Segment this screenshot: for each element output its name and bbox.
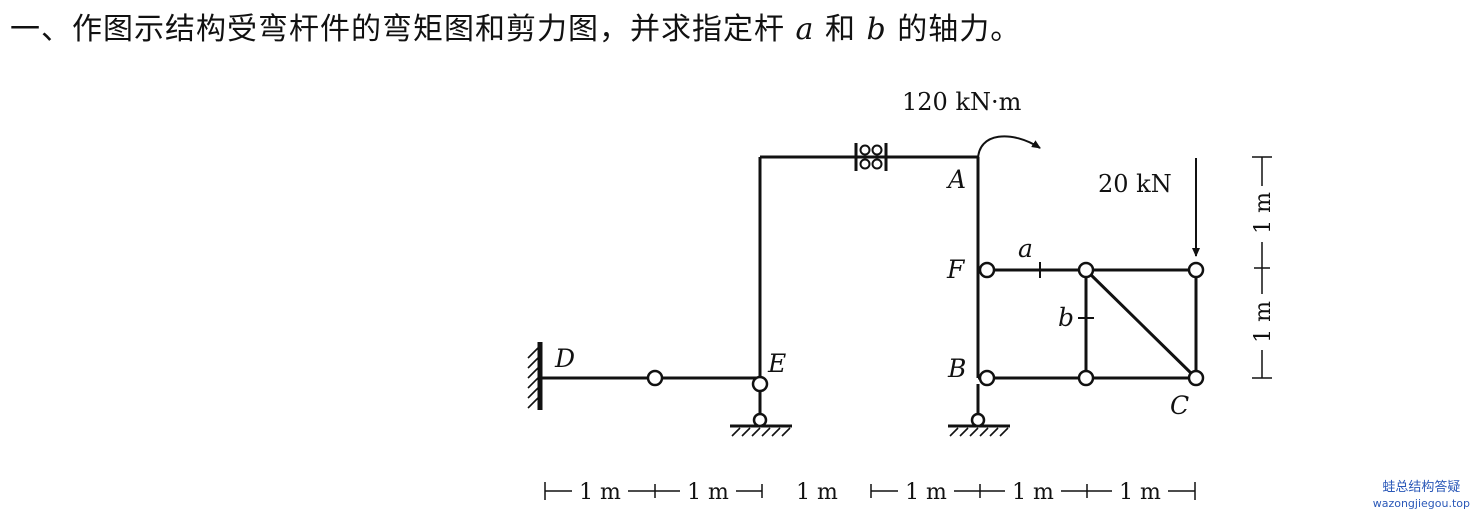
label-a: A xyxy=(946,165,966,194)
joint-c xyxy=(1187,369,1205,387)
pin-support-b xyxy=(948,384,1010,437)
truss-joint-top-mid xyxy=(1077,261,1095,279)
dim-label-4: 1 m xyxy=(905,480,947,505)
hinge-f xyxy=(978,261,996,279)
horizontal-dimension xyxy=(544,482,1196,500)
dim-label-v1: 1 m xyxy=(1251,192,1276,234)
watermark-name: 蛙总结构答疑 xyxy=(1382,480,1461,495)
hinge-de xyxy=(646,369,664,387)
truss-diagonal xyxy=(1084,268,1198,380)
dim-label-1: 1 m xyxy=(579,480,621,505)
problem-statement: 一、作图示结构受弯杆件的弯矩图和剪力图，并求指定杆 a 和 b 的轴力。 xyxy=(10,4,1021,48)
problem-text-end: 的轴力。 xyxy=(886,12,1022,47)
pin-support-e xyxy=(730,384,792,437)
dim-label-2: 1 m xyxy=(687,480,729,505)
dim-label-3: 1 m xyxy=(796,480,838,505)
member-label-b: b xyxy=(1058,303,1074,332)
truss-joint-top-right xyxy=(1187,261,1205,279)
moment-label: 120 kN·m xyxy=(902,88,1022,116)
problem-var-a: a xyxy=(795,12,815,47)
hinge-e xyxy=(751,375,769,393)
label-b: B xyxy=(947,354,966,383)
fixed-support-d xyxy=(527,342,543,410)
problem-text-mid: 和 xyxy=(814,12,867,47)
watermark-site: wazongjiegou.top xyxy=(1372,497,1470,510)
label-d: D xyxy=(554,344,575,373)
member-label-a: a xyxy=(1018,234,1033,263)
hinge-b xyxy=(978,369,996,387)
dim-label-v2: 1 m xyxy=(1251,301,1276,343)
label-c: C xyxy=(1170,391,1189,420)
truss-joint-bottom-mid xyxy=(1077,369,1095,387)
force-label: 20 kN xyxy=(1098,170,1172,198)
problem-text: 一、作图示结构受弯杆件的弯矩图和剪力图，并求指定杆 xyxy=(10,12,796,47)
dim-label-6: 1 m xyxy=(1119,480,1161,505)
problem-var-b: b xyxy=(866,12,887,47)
label-f: F xyxy=(946,255,966,284)
dim-label-5: 1 m xyxy=(1012,480,1054,505)
watermark: 蛙总结构答疑 wazongjiegou.top xyxy=(1373,480,1470,512)
label-e: E xyxy=(767,349,786,378)
moment-arrow-icon xyxy=(977,135,1041,161)
sliding-hinge-icon xyxy=(854,143,888,171)
